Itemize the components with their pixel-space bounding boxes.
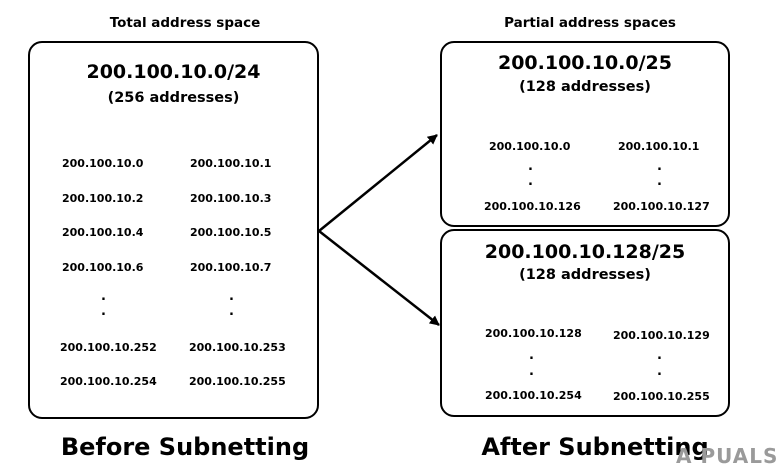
subnet-b-network: 200.100.10.128/25 xyxy=(484,241,686,263)
subnet-b-last-right: 200.100.10.255 xyxy=(613,390,710,403)
ellipsis-dot: . xyxy=(528,174,533,189)
partial-address-spaces-header: Partial address spaces xyxy=(504,15,676,31)
total-address-space-box: 200.100.10.0/24 (256 addresses) 200.100.… xyxy=(28,41,319,419)
ellipsis-dot: . xyxy=(528,159,533,174)
subnet-a-last-left: 200.100.10.126 xyxy=(484,200,581,213)
ellipsis-dot: . xyxy=(101,304,106,319)
address-item: 200.100.10.3 xyxy=(190,192,272,205)
ellipsis-dot: . xyxy=(529,364,534,379)
subnet-a-last-right: 200.100.10.127 xyxy=(613,200,710,213)
subnet-a-network: 200.100.10.0/25 xyxy=(497,52,672,74)
address-item: 200.100.10.2 xyxy=(62,192,144,205)
after-subnetting-caption: After Subnetting xyxy=(481,433,709,461)
subnet-a-count: (128 addresses) xyxy=(519,79,651,95)
ellipsis-dot: . xyxy=(657,159,662,174)
watermark-logo: A PUALS xyxy=(676,444,779,468)
address-count: (256 addresses) xyxy=(107,90,240,106)
address-item: 200.100.10.1 xyxy=(190,157,272,170)
subnet-b-first-left: 200.100.10.128 xyxy=(485,327,582,340)
network-address: 200.100.10.0/24 xyxy=(86,61,261,83)
subnet-b-first-right: 200.100.10.129 xyxy=(613,329,710,342)
ellipsis-dot: . xyxy=(101,289,106,304)
address-item: 200.100.10.6 xyxy=(62,261,144,274)
address-item: 200.100.10.253 xyxy=(189,341,286,354)
subnet-b-box: 200.100.10.128/25 (128 addresses) 200.10… xyxy=(440,229,730,417)
ellipsis-dot: . xyxy=(657,174,662,189)
before-subnetting-caption: Before Subnetting xyxy=(60,433,310,461)
address-item: 200.100.10.255 xyxy=(189,375,286,388)
ellipsis-dot: . xyxy=(657,348,662,363)
address-item: 200.100.10.0 xyxy=(62,157,144,170)
address-item: 200.100.10.252 xyxy=(60,341,157,354)
address-item: 200.100.10.5 xyxy=(190,226,272,239)
ellipsis-dot: . xyxy=(229,289,234,304)
subnet-a-box: 200.100.10.0/25 (128 addresses) 200.100.… xyxy=(440,41,730,227)
address-item: 200.100.10.4 xyxy=(62,226,144,239)
address-item: 200.100.10.254 xyxy=(60,375,157,388)
ellipsis-dot: . xyxy=(657,364,662,379)
arrow-to-first-subnet xyxy=(318,134,438,232)
address-item: 200.100.10.7 xyxy=(190,261,272,274)
ellipsis-dot: . xyxy=(529,348,534,363)
total-address-space-header: Total address space xyxy=(109,15,261,31)
subnet-b-count: (128 addresses) xyxy=(519,267,651,283)
arrow-to-second-subnet xyxy=(318,230,440,326)
subnet-b-last-left: 200.100.10.254 xyxy=(485,389,582,402)
subnet-a-first-left: 200.100.10.0 xyxy=(489,140,571,153)
subnet-a-first-right: 200.100.10.1 xyxy=(618,140,700,153)
ellipsis-dot: . xyxy=(229,304,234,319)
